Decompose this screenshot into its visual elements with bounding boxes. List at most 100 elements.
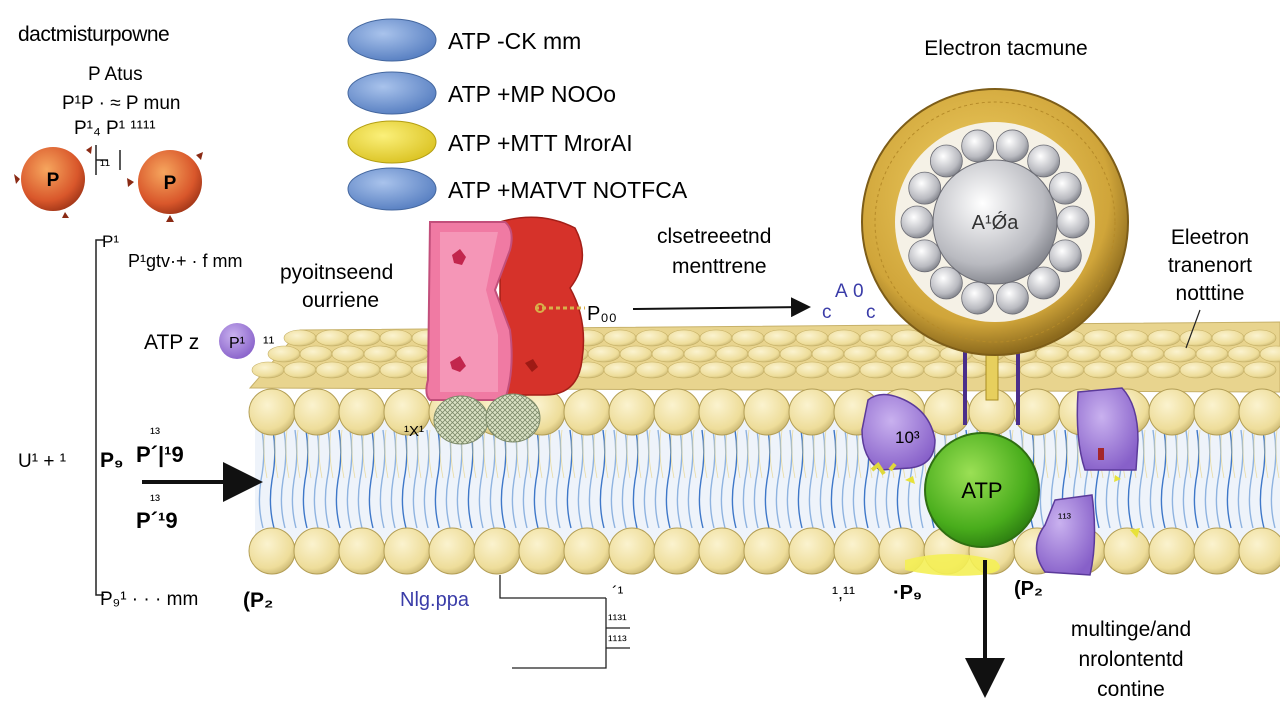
lipid-tail-accent [703, 429, 708, 479]
bottom-right-text-1: multinge/and [1071, 618, 1191, 641]
surface-lipid [827, 361, 861, 379]
lipid-head-bottom [788, 527, 836, 575]
lipid-head-bottom [293, 527, 341, 575]
surface-lipid [1115, 361, 1149, 379]
lipid-tail-accent [1187, 429, 1192, 479]
left-annotations: dactmisturpowne P Atus P¹P · ≈ P mun P¹₄… [14, 23, 630, 669]
surface-lipid [1179, 361, 1213, 379]
lipid-head-top [698, 388, 746, 436]
surface-lipid [1035, 345, 1069, 363]
protein-marker-3 [525, 359, 538, 372]
bottom-right-text-2: nrolontentd [1078, 648, 1183, 671]
surface-lipid [667, 361, 701, 379]
ring-sphere [1027, 144, 1061, 178]
surface-lipid [331, 345, 365, 363]
surface-lipid [251, 361, 285, 379]
legend-label-3: ATP +MTT MrorAI [448, 130, 633, 156]
central-sphere [932, 159, 1058, 285]
lipid-tail-accent [351, 429, 356, 479]
legend: ATP -CK mm ATP +MP NOOo ATP +MTT MrorAI … [347, 18, 688, 211]
surface-lipid [1195, 345, 1229, 363]
lipid-head-bottom [1103, 527, 1151, 575]
lipid-tail-accent [615, 429, 620, 479]
lipid-tail-accent [604, 429, 609, 479]
surface-lipid [907, 345, 941, 363]
lipid-head-bottom [518, 527, 566, 575]
surface-lipid [1083, 329, 1117, 347]
lipid-head-top [653, 388, 701, 436]
surface-lipid [699, 329, 733, 347]
lipid-head-bottom [248, 527, 296, 575]
lipid-tail-accent [824, 429, 829, 479]
lipid-tail-accent [483, 429, 488, 479]
bottom-right-text-3: contine [1097, 678, 1165, 701]
surface-lipid [1243, 361, 1277, 379]
arrow-label-1: clsetreeetnd [657, 225, 771, 248]
purple-protein-right-bottom [1035, 494, 1096, 576]
lipid-tail-accent [1066, 429, 1071, 479]
membrane-arrow [632, 297, 811, 318]
lipid-head-top [563, 388, 611, 436]
xr-marks: ¹X¹ [404, 423, 424, 440]
surface-lipid [651, 345, 685, 363]
p9-label-a: P₉ [100, 449, 123, 472]
lipid-tail-accent [285, 429, 290, 479]
surface-lipid [811, 345, 845, 363]
lipid-tail-accent [736, 429, 741, 479]
lipid-tail-accent [692, 429, 697, 479]
lipid-heads-bottom [248, 527, 1280, 575]
lipid-head-top [1148, 388, 1196, 436]
protein-marker-1 [452, 249, 466, 265]
lipid-tail-accent [296, 429, 301, 479]
lipid-tail-accent [780, 429, 785, 479]
lipid-head-top [1193, 388, 1241, 436]
surface-lipid [923, 361, 957, 379]
pink-p-label: P₀₀ [587, 303, 617, 325]
surface-lipid [363, 345, 397, 363]
right-top-title: Electron tacmune [924, 37, 1087, 60]
surface-lipid [603, 361, 637, 379]
lipid-tail-accent [1198, 429, 1203, 479]
lipid-head-bottom [563, 527, 611, 575]
lipid-tail-accent [1242, 429, 1247, 479]
surface-lipid [795, 329, 829, 347]
left-vertical-bracket [95, 239, 104, 596]
surface-lipid [1131, 345, 1165, 363]
surface-lipid [283, 329, 317, 347]
left-label-1: P Atus [88, 64, 143, 85]
red-protein-subunit [499, 216, 585, 396]
surface-lipid [1259, 345, 1280, 363]
p19-b-label: P´¹9 [136, 508, 178, 533]
phosphate-sphere-left: P [14, 146, 92, 218]
surface-lipid [699, 361, 733, 379]
electron-label-1: Eleetron [1171, 226, 1249, 249]
atp-sphere-small: P¹ [219, 323, 255, 359]
atp-sphere-label: P¹ [229, 335, 245, 352]
surface-lipid [747, 345, 781, 363]
surface-lipid [1115, 329, 1149, 347]
ring-sphere [1027, 266, 1061, 300]
arrow-label-2: menttrene [672, 255, 767, 278]
p19-b-sup: ¹³ [150, 492, 160, 509]
surface-lipid [379, 329, 413, 347]
surface-lipid [1227, 345, 1261, 363]
phosphate-sphere-right: P [127, 150, 203, 222]
lipid-tail-accent [1231, 429, 1236, 479]
surface-lipid [299, 345, 333, 363]
pink-label-2: ourriene [302, 289, 379, 312]
lipid-tail-accent [1154, 429, 1159, 479]
green-atp-sphere [924, 432, 1040, 548]
surface-lipid [1099, 345, 1133, 363]
lipid-tail-accent [1055, 429, 1060, 479]
lipid-head-bottom [833, 527, 881, 575]
ring-sphere [995, 281, 1029, 315]
ring-sphere [1048, 171, 1082, 205]
surface-lipid [683, 345, 717, 363]
small-c-label-2: c [866, 302, 876, 323]
surface-lipid [283, 361, 317, 379]
lipid-head-bottom [473, 527, 521, 575]
mini-purple-text: ¹¹³ [1058, 510, 1072, 525]
bottom-mid-label-1: ´¹ [612, 583, 624, 602]
ring-sphere [929, 144, 963, 178]
